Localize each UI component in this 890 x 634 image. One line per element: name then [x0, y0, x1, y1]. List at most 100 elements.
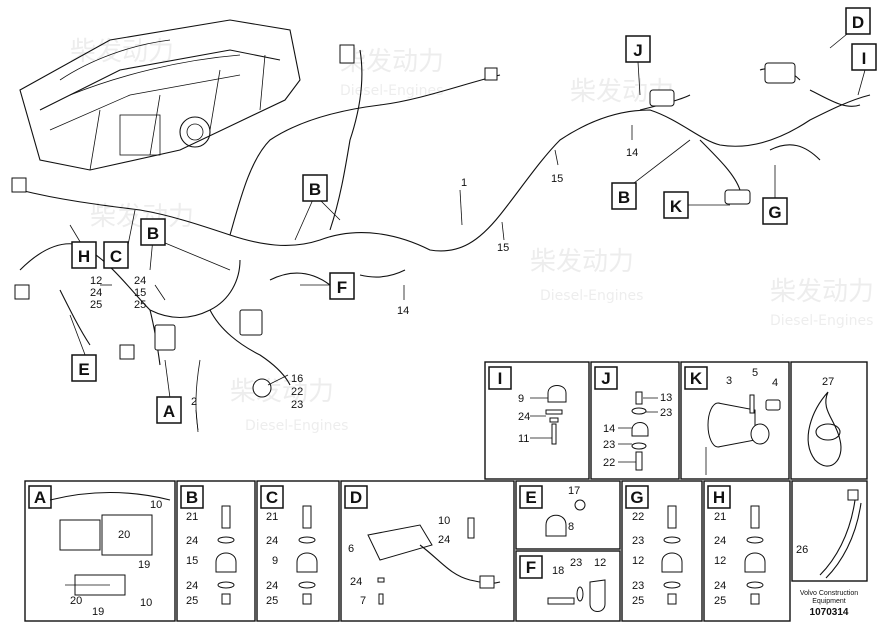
- svg-text:25: 25: [266, 595, 278, 607]
- svg-text:25: 25: [134, 299, 146, 311]
- detail-panel-D: D 10 24 6 24 7: [340, 480, 515, 622]
- svg-text:21: 21: [186, 511, 198, 523]
- svg-text:C: C: [266, 488, 278, 507]
- svg-text:D: D: [852, 13, 864, 32]
- svg-text:9: 9: [272, 555, 278, 567]
- svg-text:Volvo Construction: Volvo Construction: [800, 590, 858, 597]
- svg-text:K: K: [690, 369, 703, 388]
- svg-text:Diesel-Engines: Diesel-Engines: [770, 313, 873, 329]
- svg-text:F: F: [337, 278, 347, 297]
- svg-text:H: H: [713, 488, 725, 507]
- svg-text:24: 24: [90, 287, 102, 299]
- svg-text:24: 24: [266, 580, 278, 592]
- svg-text:Diesel-Engines: Diesel-Engines: [245, 418, 348, 434]
- svg-text:23: 23: [291, 399, 303, 411]
- footer: Volvo Construction Equipment 1070314: [800, 590, 858, 618]
- svg-text:14: 14: [626, 147, 638, 159]
- detail-panel-27: 27: [790, 361, 868, 480]
- svg-text:12: 12: [632, 555, 644, 567]
- svg-text:24: 24: [714, 580, 726, 592]
- callout-B[interactable]: B: [611, 182, 637, 210]
- callout-B[interactable]: B: [302, 174, 328, 202]
- svg-text:8: 8: [568, 521, 574, 533]
- svg-text:15: 15: [186, 555, 198, 567]
- svg-text:7: 7: [360, 595, 366, 607]
- callout-F[interactable]: F: [329, 272, 355, 300]
- detail-panel-J: J 13 23 14 23 22: [590, 361, 680, 480]
- callout-D[interactable]: D: [845, 7, 871, 35]
- svg-text:1070314: 1070314: [810, 607, 849, 618]
- svg-text:B: B: [147, 224, 159, 243]
- svg-text:10: 10: [140, 597, 152, 609]
- svg-text:J: J: [601, 369, 610, 388]
- svg-text:5: 5: [752, 367, 758, 379]
- callout-B[interactable]: B: [140, 218, 166, 246]
- callout-C[interactable]: C: [103, 241, 129, 269]
- callout-J[interactable]: J: [625, 35, 651, 63]
- svg-text:18: 18: [552, 565, 564, 577]
- svg-text:23: 23: [660, 407, 672, 419]
- svg-text:J: J: [633, 41, 642, 60]
- svg-text:21: 21: [266, 511, 278, 523]
- svg-text:20: 20: [118, 529, 130, 541]
- svg-text:K: K: [670, 197, 683, 216]
- svg-text:15: 15: [134, 287, 146, 299]
- svg-text:13: 13: [660, 392, 672, 404]
- detail-panel-26: 26: [791, 480, 868, 582]
- svg-text:Diesel-Engines: Diesel-Engines: [340, 83, 443, 99]
- svg-text:22: 22: [632, 511, 644, 523]
- svg-text:21: 21: [714, 511, 726, 523]
- detail-panel-B: B 21 24 15 24 25: [176, 480, 256, 622]
- detail-panel-K: K 3 5 4: [680, 361, 790, 480]
- svg-text:19: 19: [92, 606, 104, 618]
- svg-text:23: 23: [570, 557, 582, 569]
- svg-text:15: 15: [551, 173, 563, 185]
- svg-text:I: I: [862, 49, 867, 68]
- callout-G[interactable]: G: [762, 197, 788, 225]
- svg-text:20: 20: [70, 595, 82, 607]
- svg-text:柴发动力: 柴发动力: [530, 247, 634, 277]
- svg-text:G: G: [768, 203, 781, 222]
- svg-text:A: A: [34, 488, 46, 507]
- svg-text:9: 9: [518, 393, 524, 405]
- svg-text:25: 25: [714, 595, 726, 607]
- svg-text:柴发动力: 柴发动力: [770, 277, 874, 307]
- detail-panel-G: G 22 23 12 23 25: [621, 480, 703, 622]
- svg-text:25: 25: [632, 595, 644, 607]
- svg-text:24: 24: [186, 580, 198, 592]
- wire-harness: [11, 44, 871, 431]
- callout-K[interactable]: K: [663, 191, 689, 219]
- svg-text:24: 24: [518, 411, 530, 423]
- callout-E[interactable]: E: [71, 354, 97, 382]
- svg-text:10: 10: [150, 499, 162, 511]
- callout-I[interactable]: I: [851, 43, 877, 71]
- detail-panel-E: E 17 8: [515, 480, 621, 550]
- svg-text:C: C: [110, 247, 122, 266]
- svg-text:16: 16: [291, 373, 303, 385]
- svg-text:Diesel-Engines: Diesel-Engines: [540, 288, 643, 304]
- svg-text:G: G: [630, 488, 643, 507]
- svg-text:24: 24: [438, 534, 450, 546]
- svg-text:25: 25: [186, 595, 198, 607]
- svg-text:23: 23: [632, 535, 644, 547]
- svg-text:12: 12: [90, 275, 102, 287]
- callout-H[interactable]: H: [71, 241, 97, 269]
- svg-text:H: H: [78, 247, 90, 266]
- svg-text:22: 22: [603, 457, 615, 469]
- svg-text:24: 24: [266, 535, 278, 547]
- callout-A[interactable]: A: [156, 396, 182, 424]
- svg-text:24: 24: [714, 535, 726, 547]
- svg-text:14: 14: [397, 305, 409, 317]
- svg-text:1: 1: [461, 177, 467, 189]
- svg-text:柴发动力: 柴发动力: [340, 47, 444, 77]
- svg-text:10: 10: [438, 515, 450, 527]
- svg-text:17: 17: [568, 485, 580, 497]
- svg-text:11: 11: [518, 433, 529, 445]
- svg-text:26: 26: [796, 544, 808, 556]
- svg-text:A: A: [163, 402, 175, 421]
- detail-panel-C: C 21 24 9 24 25: [256, 480, 340, 622]
- detail-panel-F: F 18 23 12: [515, 550, 621, 622]
- svg-text:3: 3: [726, 375, 732, 387]
- svg-text:6: 6: [348, 543, 354, 555]
- svg-text:D: D: [350, 488, 362, 507]
